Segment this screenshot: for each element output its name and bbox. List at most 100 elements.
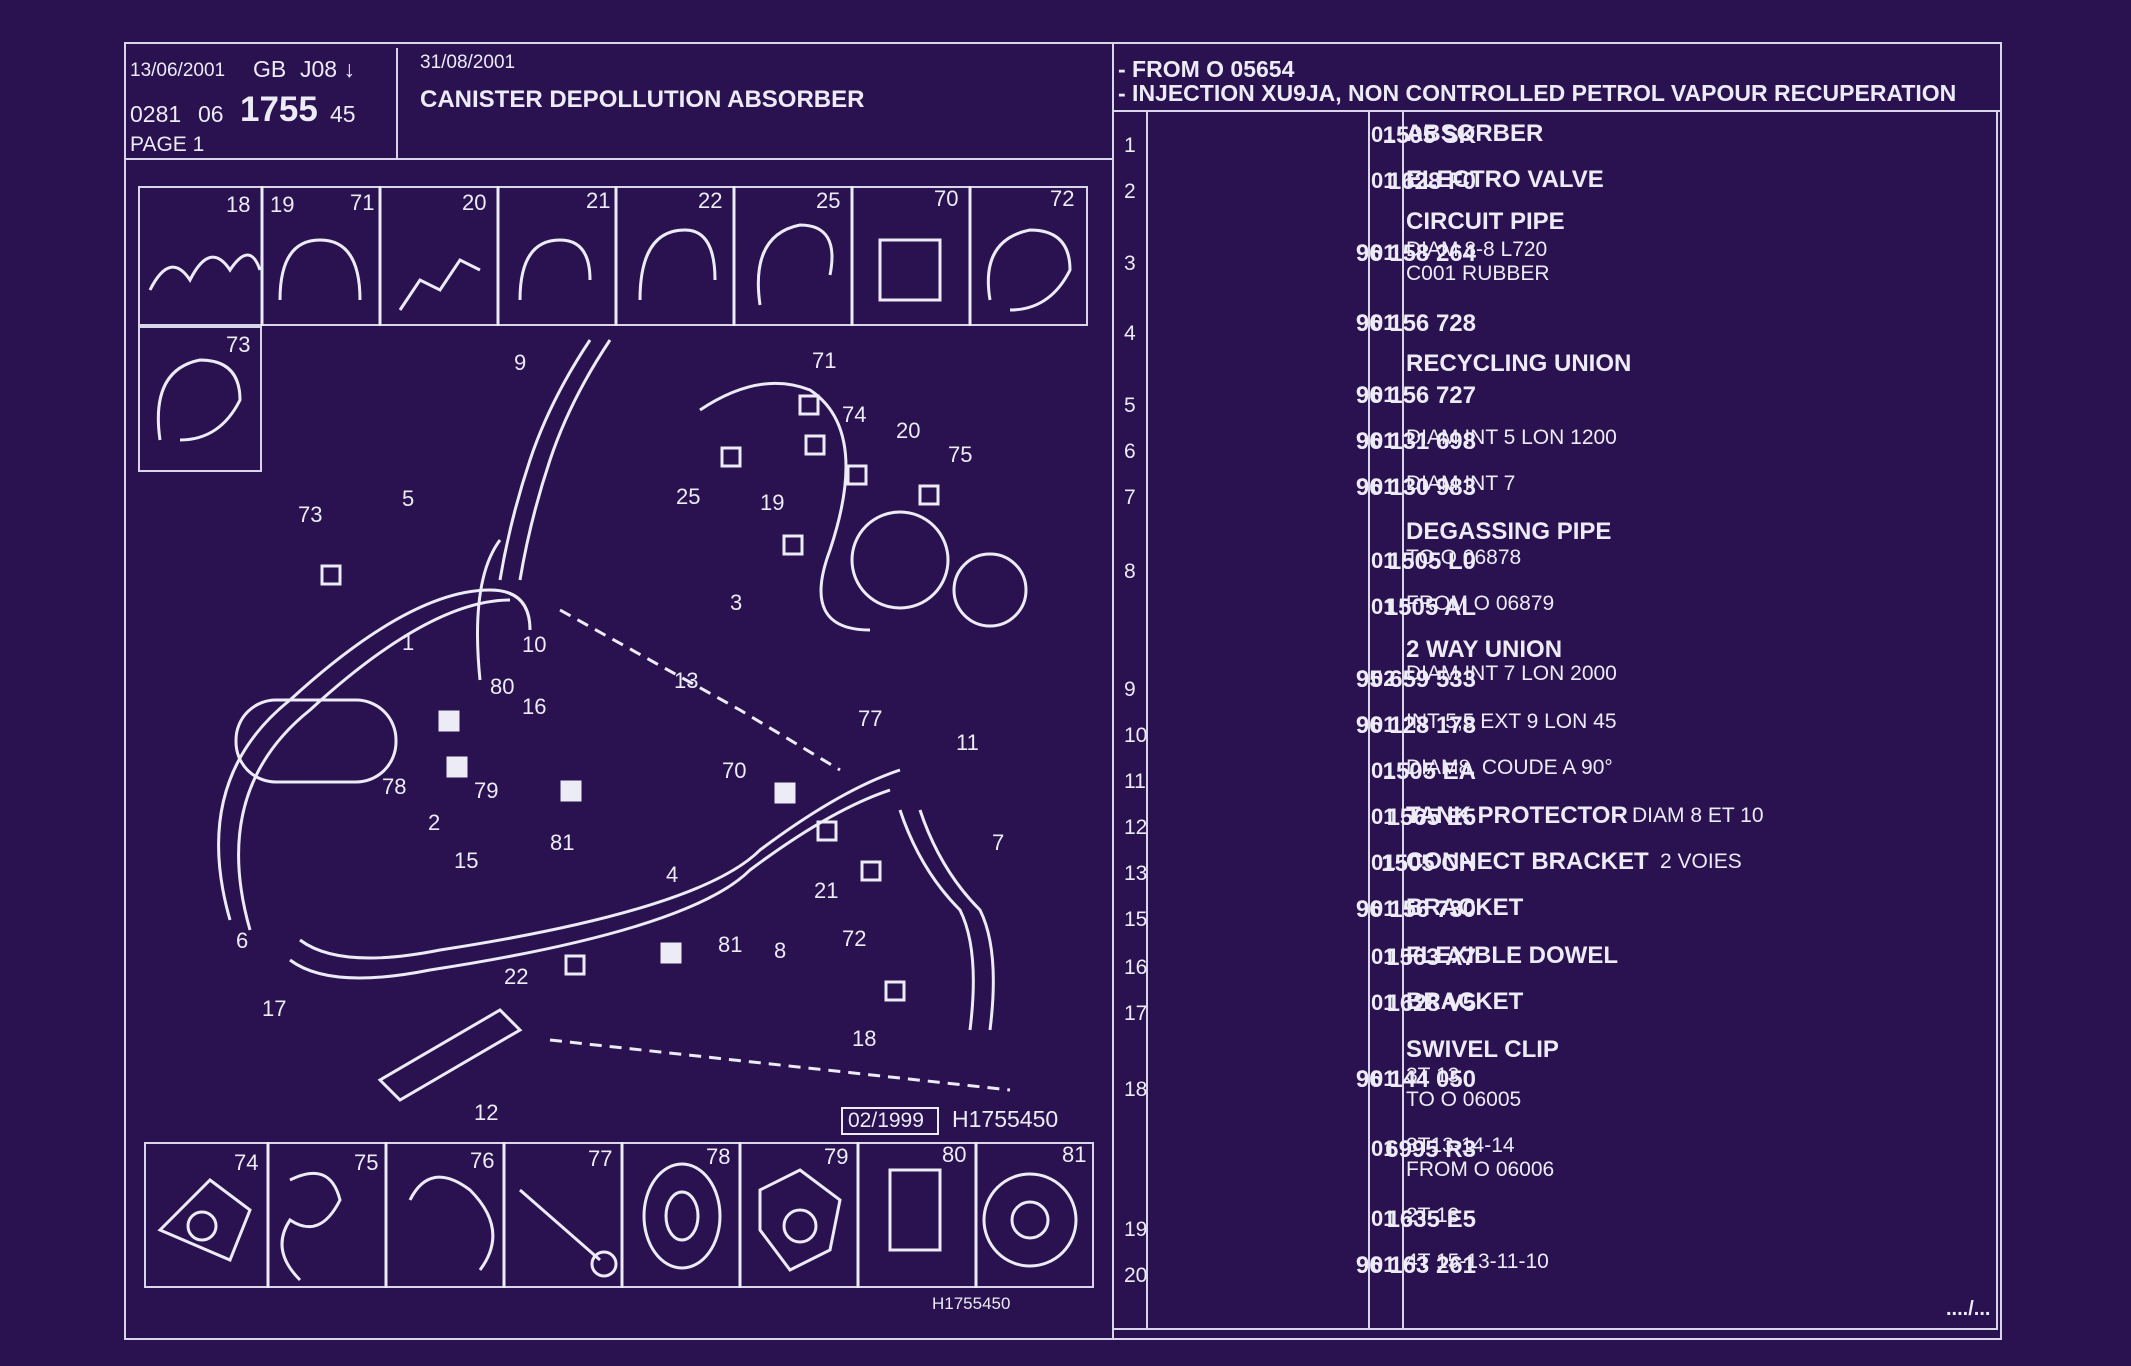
box-label-22: 22 (698, 188, 723, 213)
box-label-76: 76 (470, 1148, 495, 1173)
callout: 19 (760, 490, 785, 515)
callout: 73 (298, 502, 323, 527)
box-label-74: 74 (234, 1150, 259, 1175)
callout: 11 (956, 730, 979, 755)
callout: 70 (722, 758, 747, 783)
box-label-18: 18 (226, 192, 251, 217)
callout: 20 (896, 418, 921, 443)
callout: 7 (992, 830, 1005, 855)
callout: 75 (948, 442, 973, 467)
callout: 5 (402, 486, 415, 511)
header-divider (396, 48, 398, 160)
catalogue-sheet (124, 42, 2002, 1340)
col-idx-line (1146, 110, 1148, 1330)
part-box-73 (138, 326, 262, 472)
top-parts-strip (138, 186, 1088, 326)
col-ref-line (1368, 110, 1370, 1330)
code-main: 1755 (240, 90, 318, 129)
box-label-70: 70 (934, 186, 959, 211)
box-label-73: 73 (226, 332, 251, 357)
callout: 17 (262, 996, 287, 1021)
box-label-21: 21 (586, 188, 611, 213)
box-label-77: 77 (588, 1146, 613, 1171)
box-label-75: 75 (354, 1150, 379, 1175)
stamp-date: 02/1999 (848, 1109, 924, 1132)
injection-note: - INJECTION XU9JA, NON CONTROLLED PETROL… (1118, 80, 1957, 106)
table-top-line (1112, 110, 2002, 112)
callout: 74 (842, 402, 867, 427)
panel-divider (1112, 42, 1114, 1340)
callout: 78 (382, 774, 407, 799)
callout: 10 (522, 632, 547, 657)
callout: 81 (718, 932, 743, 957)
callout: 3 (730, 590, 743, 615)
box-label-25: 25 (816, 188, 841, 213)
code-b: 06 (198, 101, 224, 127)
col-right-line (1996, 110, 1998, 1330)
code-a: 0281 (130, 101, 182, 127)
callout: 22 (504, 964, 529, 989)
box-label-72: 72 (1050, 186, 1075, 211)
date-revised: 31/08/2001 (420, 52, 516, 73)
drawing-ref-bottom: H1755450 (932, 1294, 1011, 1313)
box-label-81: 81 (1062, 1142, 1087, 1167)
callout: 9 (514, 350, 527, 375)
callout: 25 (676, 484, 701, 509)
callout: 79 (474, 778, 499, 803)
box-label-71: 71 (350, 190, 375, 215)
from-note: - FROM O 05654 (1118, 56, 1295, 82)
drawing-ref: H1755450 (952, 1106, 1059, 1132)
table-bottom-line (1112, 1328, 1998, 1330)
col-qty-line (1402, 110, 1404, 1330)
header-bottom-line (124, 158, 1114, 160)
bottom-parts-strip (144, 1142, 1094, 1288)
callout: 21 (814, 878, 839, 903)
callout: 71 (812, 348, 837, 373)
callout: 16 (522, 694, 547, 719)
box-label-80: 80 (942, 1142, 967, 1167)
page-number: PAGE 1 (130, 133, 205, 156)
box-label-78: 78 (706, 1144, 731, 1169)
callout: 18 (852, 1026, 877, 1051)
group-code: J08 ↓ (300, 56, 355, 82)
continued-marker: ..../... (1946, 1298, 1991, 1320)
lang-code: GB (253, 56, 287, 82)
date-issued: 13/06/2001 (130, 60, 226, 81)
code-d: 45 (330, 101, 356, 127)
callout: 1 (402, 630, 415, 655)
page-title: CANISTER DEPOLLUTION ABSORBER (420, 86, 865, 113)
callout: 15 (454, 848, 479, 873)
callout: 77 (858, 706, 883, 731)
callout: 13 (674, 668, 699, 693)
box-label-19: 19 (270, 192, 295, 217)
callout: 81 (550, 830, 575, 855)
callout: 8 (774, 938, 787, 963)
callout: 2 (428, 810, 441, 835)
box-label-20: 20 (462, 190, 487, 215)
box-label-79: 79 (824, 1144, 849, 1169)
callout: 12 (474, 1100, 499, 1125)
callout: 6 (236, 928, 249, 953)
callout: 4 (666, 862, 679, 887)
